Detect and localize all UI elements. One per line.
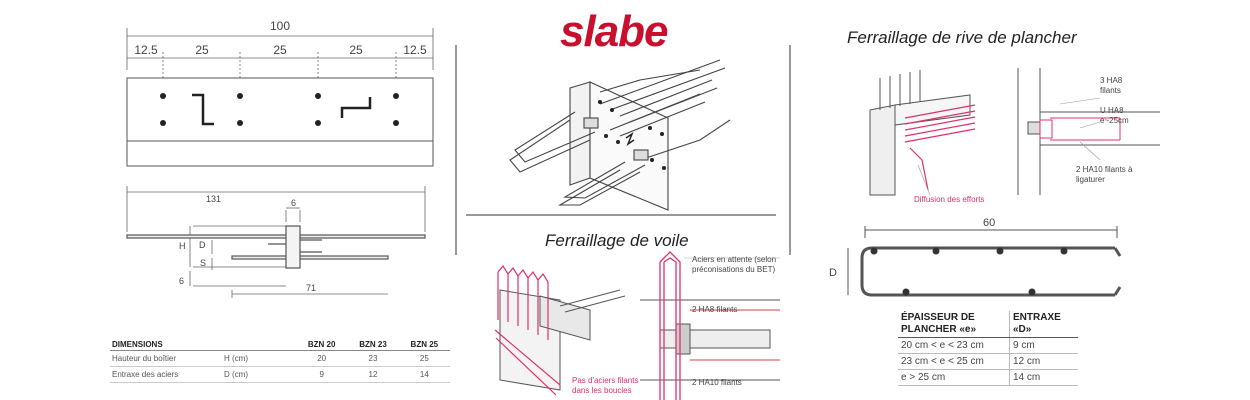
label-2ha10: 2 HA10 filants à ligaturer <box>1076 165 1133 184</box>
cell-value: 25 <box>398 350 450 367</box>
cell-entraxe: 9 cm <box>1009 337 1078 354</box>
table-row: Entraxe des aciers D (cm) 9 12 14 <box>110 366 450 383</box>
label-voile-ha10: 2 HA10 filants <box>692 378 742 387</box>
table-row: 23 cm < e < 25 cm 12 cm <box>898 353 1078 370</box>
dim-seg-4: 25 <box>349 43 363 57</box>
label-uha8: U HA8 e~25cm <box>1100 106 1129 125</box>
z-connector-1 <box>192 93 214 126</box>
cell-value: 14 <box>398 366 450 383</box>
side-view <box>126 186 426 298</box>
label-diffusion: Diffusion des efforts <box>914 195 985 204</box>
voile-pink-loops <box>494 264 561 396</box>
cell-entraxe: 12 cm <box>1009 353 1078 370</box>
cell-value: 20 <box>296 350 348 367</box>
rive-3d-drawing <box>869 70 971 196</box>
row-label: Hauteur du boîtier <box>110 350 222 367</box>
dim-total-100: 100 <box>270 19 290 33</box>
side-dim-131: 131 <box>206 194 221 204</box>
voile-section-pink <box>659 251 681 400</box>
isometric-bolts <box>598 100 666 170</box>
side-dim-71: 71 <box>306 283 316 293</box>
cell-epaisseur: 23 cm < e < 25 cm <box>898 353 1010 370</box>
z-connector-2 <box>340 97 372 118</box>
isometric-connector <box>509 59 731 211</box>
top-view-bolts <box>160 93 399 126</box>
side-label-D: D <box>199 240 206 250</box>
cell-entraxe: 14 cm <box>1009 369 1078 386</box>
cell-value: 12 <box>347 366 399 383</box>
side-view-bars <box>126 225 426 269</box>
slabe-logo: slabe <box>560 7 690 61</box>
dim-60: 60 <box>983 217 995 229</box>
cell-value: 9 <box>296 366 348 383</box>
side-dim-6: 6 <box>291 198 296 208</box>
bzn20-header: BZN 20 <box>296 339 348 351</box>
rive-section-drawing <box>1017 68 1160 195</box>
voile-3d-drawing <box>499 289 626 391</box>
epaisseur-header-row: ÉPAISSEUR DE PLANCHER «e» ENTRAXE «D» <box>898 311 1078 338</box>
cell-value: 23 <box>347 350 399 367</box>
rive-leaders <box>917 97 1101 196</box>
row-unit: H (cm) <box>222 350 296 367</box>
top-view-dimensions <box>126 28 434 78</box>
side-label-H: H <box>179 241 186 251</box>
cell-epaisseur: 20 cm < e < 23 cm <box>898 337 1010 354</box>
table-row: 20 cm < e < 23 cm 9 cm <box>898 337 1078 354</box>
u-bar-dots <box>870 247 1068 296</box>
entraxe-header: ENTRAXE «D» <box>1009 311 1078 338</box>
dimensions-header-row: DIMENSIONS BZN 20 BZN 23 BZN 25 <box>110 339 450 351</box>
dimensions-header: DIMENSIONS <box>110 339 222 351</box>
side-label-S: S <box>200 258 206 268</box>
table-row: e > 25 cm 14 cm <box>898 369 1078 386</box>
voile-section-drawing <box>640 299 780 381</box>
side-label-6: 6 <box>179 276 184 286</box>
logo-wordmark: slabe <box>560 8 668 56</box>
label-pas-aciers: Pas d'aciers filants dans les boucles <box>572 376 639 395</box>
dim-seg-2: 25 <box>195 43 209 57</box>
table-row: Hauteur du boîtier H (cm) 20 23 25 <box>110 350 450 367</box>
dim-seg-1: 12.5 <box>134 43 158 57</box>
unit-header <box>222 339 296 351</box>
voile-title: Ferraillage de voile <box>545 231 689 250</box>
label-voile-ha8: 2 HA8 filants <box>692 305 738 314</box>
rive-pink-rebar <box>904 104 976 191</box>
row-label: Entraxe des aciers <box>110 366 222 383</box>
u-bar-label-D: D <box>829 267 837 279</box>
cell-epaisseur: e > 25 cm <box>898 369 1010 386</box>
u-bar-drawing <box>847 226 1122 297</box>
dim-seg-3: 25 <box>273 43 287 57</box>
bzn25-header: BZN 25 <box>398 339 450 351</box>
dimensions-table: DIMENSIONS BZN 20 BZN 23 BZN 25 Hauteur … <box>110 339 450 383</box>
label-aciers-attente: Aciers en attente (selon préconisations … <box>692 255 777 274</box>
bzn23-header: BZN 23 <box>347 339 399 351</box>
rive-title: Ferraillage de rive de plancher <box>847 28 1077 47</box>
epaisseur-header: ÉPAISSEUR DE PLANCHER «e» <box>898 311 1010 338</box>
epaisseur-table: ÉPAISSEUR DE PLANCHER «e» ENTRAXE «D» 20… <box>898 311 1078 386</box>
row-unit: D (cm) <box>222 366 296 383</box>
top-view-box <box>126 77 434 167</box>
label-3ha8: 3 HA8 filants <box>1100 76 1123 95</box>
isometric-z-mark <box>625 132 635 146</box>
dim-seg-5: 12.5 <box>403 43 427 57</box>
